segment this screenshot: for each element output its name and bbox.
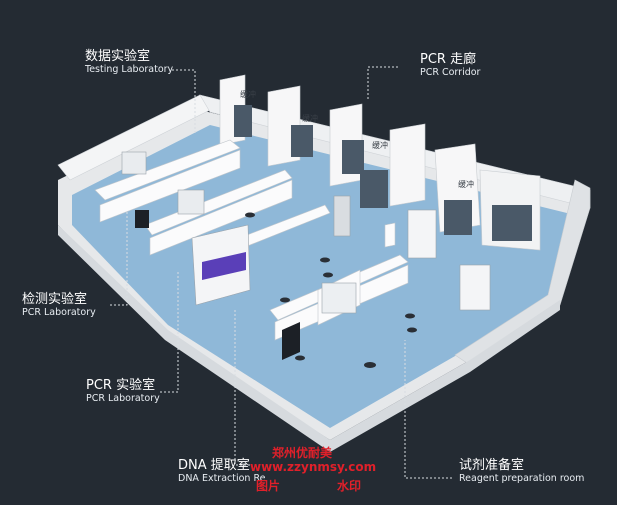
callout-title: 数据实验室 (85, 49, 151, 64)
watermark-line3b: 水印 (337, 479, 362, 493)
buffer-label: 缓冲 (302, 113, 318, 123)
callout-subtitle: PCR Laboratory (22, 307, 96, 318)
buffer-label: 缓冲 (372, 140, 388, 150)
callout-pcr-lab: PCR 实验室 PCR Laboratory (86, 378, 160, 404)
callout-subtitle: PCR Laboratory (86, 393, 160, 404)
callout-title: DNA 提取室 (178, 458, 250, 473)
watermark-line1: 郑州优耐美 (272, 446, 333, 460)
callout-testing-lab: 数据实验室 Testing Laboratory (85, 49, 173, 75)
callout-reagent-room: 试剂准备室 Reagent preparation room (459, 458, 584, 484)
buffer-label: 缓冲 (240, 89, 256, 99)
callout-title: 检测实验室 (22, 292, 88, 307)
callout-subtitle: DNA Extraction Re (178, 473, 266, 484)
buffer-label: 缓冲 (458, 179, 474, 189)
callout-title: PCR 实验室 (86, 378, 156, 393)
callout-detection-lab: 检测实验室 PCR Laboratory (22, 292, 96, 318)
callout-title: PCR 走廊 (420, 52, 477, 67)
callout-subtitle: Testing Laboratory (85, 64, 174, 75)
watermark-line3a: 图片 (256, 479, 281, 493)
callout-subtitle: PCR Corridor (420, 67, 481, 78)
callout-title: 试剂准备室 (459, 458, 525, 473)
callout-dna-extraction: DNA 提取室 DNA Extraction Re (178, 458, 265, 484)
callout-pcr-corridor: PCR 走廊 PCR Corridor (420, 52, 480, 78)
callout-subtitle: Reagent preparation room (459, 473, 585, 484)
stools (245, 212, 417, 368)
watermark-line2: www.zzynmsy.com (250, 460, 377, 474)
